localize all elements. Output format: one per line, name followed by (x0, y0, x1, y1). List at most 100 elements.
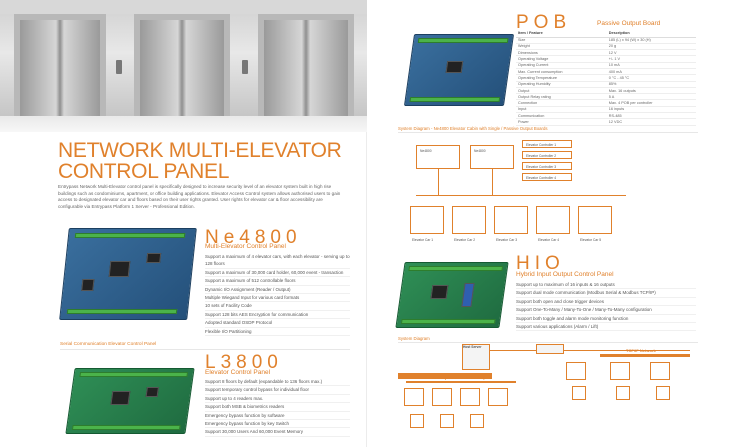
pob-diagram-label: System Diagram - Ne4800 Elevator Cabin w… (398, 126, 548, 131)
spec-item: Operating Humidity (516, 81, 607, 88)
spec-header-desc: Description (606, 30, 696, 38)
feature-item: Support both MSB & biometrics readers (205, 403, 350, 412)
feature-item: Support both toggle and alarm mode monit… (516, 315, 696, 324)
elevator-controller-3: Elevator Controller 3 (522, 162, 572, 170)
spec-value: Max. 4 POB per controller (606, 99, 696, 107)
left-page: NETWORK MULTI-ELEVATOR CONTROL PANEL Ent… (0, 0, 367, 447)
spec-item: Weight (516, 43, 607, 51)
feature-item: Support various applications (Alarm / Li… (516, 323, 696, 332)
diagram-ne4800-right: Ne4800 (470, 145, 514, 169)
feature-item: Support 128 bits AES Encryption for comm… (205, 311, 350, 320)
feature-item: Support 8 floors by default (expandable … (205, 378, 350, 387)
l3800-subtitle: Elevator Control Panel (205, 369, 271, 376)
spec-value: 0 °C - 45 °C (606, 74, 696, 82)
spec-value: 400 mA (606, 68, 696, 76)
elevator-door-2 (134, 14, 230, 132)
intro-text: Entrypass Network Multi-Elevator control… (58, 184, 341, 209)
pob-board-image (403, 34, 515, 106)
host-server-icon (462, 344, 490, 370)
feature-item: Support temporary control bypass for ind… (205, 386, 350, 395)
feature-item: Dynamic I/O Assignment (Reader / Output) (205, 286, 350, 295)
spec-item: Size (516, 37, 607, 44)
serial-section-label: Serial Communication Elevator Control Pa… (60, 342, 157, 347)
l3800-feature-list: Support 8 floors by default (expandable … (205, 378, 350, 437)
elevator-door-1 (14, 14, 106, 132)
feature-item: Support One-To-Many / Many-To-One / Many… (516, 306, 696, 315)
spec-item: Output Relay rating (516, 93, 607, 101)
spec-header-item: Item / Feature (516, 30, 607, 38)
spec-item: Power (516, 118, 607, 126)
spec-value: RS-485 (606, 112, 696, 120)
spec-item: Operating Current (516, 62, 607, 70)
hio-subtitle: Hybrid Input Output Control Panel (516, 271, 614, 278)
spec-item: Input (516, 106, 607, 114)
ne4800-title: Ne4800 (205, 227, 302, 248)
spec-value: +/- 1 V (606, 55, 696, 63)
elevator-door-3 (258, 14, 354, 132)
spec-item: Dimensions (516, 49, 607, 57)
spec-item: Operating Temperature (516, 74, 607, 82)
spec-item: Operating Voltage (516, 55, 607, 63)
ne4800-subtitle: Multi-Elevator Control Panel (205, 243, 286, 250)
car-label-3: Elevator Car 3 (496, 238, 518, 242)
feature-item: Flexible I/O Partitioning (205, 328, 350, 337)
ne4800-feature-list: Support a maximum of 4 elevator cars, wi… (205, 253, 350, 337)
car-label-4: Elevator Car 4 (538, 238, 560, 242)
spec-value: 12 VDC (606, 118, 696, 126)
tcpip-label: TCP/IP Network (626, 348, 656, 353)
feature-item: Support up to 4 readers max. (205, 395, 350, 404)
hio-feature-list: Support up to maximum of 16 inputs & 16 … (516, 281, 696, 332)
l3800-title: L3800 (205, 352, 283, 373)
page-title: NETWORK MULTI-ELEVATOR CONTROL PANEL (58, 139, 342, 183)
car-label-5: Elevator Car 5 (580, 238, 602, 242)
elevator-controller-4: Elevator Controller 4 (522, 173, 572, 181)
hio-diagram-label: System Diagram (398, 336, 430, 341)
feature-item: Support a maximum of 512 controllable fl… (205, 277, 350, 286)
ne4800-board-image (59, 228, 197, 320)
pob-subtitle: Passive Output Board (597, 20, 661, 27)
hio-title: HIO (516, 253, 565, 274)
elevator-controller-2: Elevator Controller 2 (522, 151, 572, 159)
elevator-photo (0, 0, 367, 132)
elevator-controller-1: Elevator Controller 1 (522, 140, 572, 148)
feature-item: Support dual mode communication (Modbus … (516, 289, 696, 298)
spec-value: 10 mA (606, 62, 696, 70)
spec-value: 16 inputs (606, 106, 696, 114)
feature-item: Emergency bypass function by key Switch (205, 420, 350, 429)
feature-item: Support a maximum of 4 elevator cars, wi… (205, 253, 350, 269)
feature-item: Support up to maximum of 16 inputs & 16 … (516, 281, 696, 290)
car-label-2: Elevator Car 2 (454, 238, 476, 242)
feature-item: Support a maximum of 30,000 card holder,… (205, 269, 350, 278)
spec-value: 85% (606, 81, 696, 88)
feature-item: Multiple Wiegand Input for various card … (205, 294, 350, 303)
pob-title: POB (516, 12, 572, 33)
feature-item: 10 sets of Facility Code (205, 302, 350, 311)
spec-item: Output (516, 87, 607, 95)
spec-value: 12 V (606, 49, 696, 57)
diagram-ne4800-left: Ne4800 (416, 145, 460, 169)
l3800-board-image (65, 368, 195, 434)
spec-item: Communication (516, 112, 607, 120)
feature-item: Emergency bypass function by software (205, 412, 350, 421)
rs485-label: RS-485 (Maximum 16 Nodes) (430, 375, 485, 380)
spec-item: Connection (516, 99, 607, 107)
host-server-label: Host Server (463, 345, 482, 349)
feature-item: Support 30,000 Users And 60,000 Event Me… (205, 428, 350, 437)
feature-item: Adopted standard OSDP Protocol (205, 319, 350, 328)
car-label-1: Elevator Car 1 (412, 238, 434, 242)
spec-value: 5 A (606, 93, 696, 101)
hio-board-image (395, 262, 509, 328)
